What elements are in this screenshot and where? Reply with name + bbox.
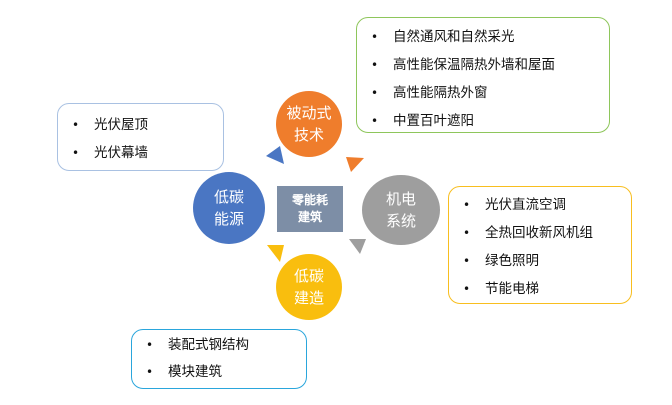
list-low-carbon-construction: 装配式钢结构 模块建筑	[131, 329, 307, 389]
list-item: 模块建筑	[146, 359, 306, 386]
list-item: 绿色照明	[463, 247, 631, 275]
center-zero-energy-building: 零能耗 建筑	[277, 186, 343, 232]
list-item: 高性能隔热外窗	[371, 79, 609, 107]
list-item: 节能电梯	[463, 275, 631, 303]
list-item: 光伏屋顶	[72, 111, 223, 139]
list-item: 装配式钢结构	[146, 332, 306, 359]
arrow-energy-to-passive	[266, 146, 284, 164]
list-mep-system: 光伏直流空调 全热回收新风机组 绿色照明 节能电梯	[448, 186, 632, 304]
arrow-passive-to-mep	[346, 157, 364, 172]
node-low-carbon-energy: 低碳 能源	[193, 172, 265, 244]
arrow-mep-to-construction	[349, 239, 366, 254]
arrow-construction-to-energy	[267, 245, 284, 262]
list-item: 自然通风和自然采光	[371, 23, 609, 51]
list-item: 中置百叶遮阳	[371, 107, 609, 135]
node-mep-system: 机电 系统	[362, 175, 440, 245]
list-item: 光伏直流空调	[463, 191, 631, 219]
node-low-carbon-construction: 低碳 建造	[276, 254, 342, 320]
list-passive-technology: 自然通风和自然采光 高性能保温隔热外墙和屋面 高性能隔热外窗 中置百叶遮阳	[356, 17, 610, 135]
list-item: 高性能保温隔热外墙和屋面	[371, 51, 609, 79]
list-item: 光伏幕墙	[72, 139, 223, 167]
list-low-carbon-energy: 光伏屋顶 光伏幕墙	[57, 103, 224, 171]
list-item: 全热回收新风机组	[463, 219, 631, 247]
node-passive-technology: 被动式 技术	[276, 91, 342, 157]
